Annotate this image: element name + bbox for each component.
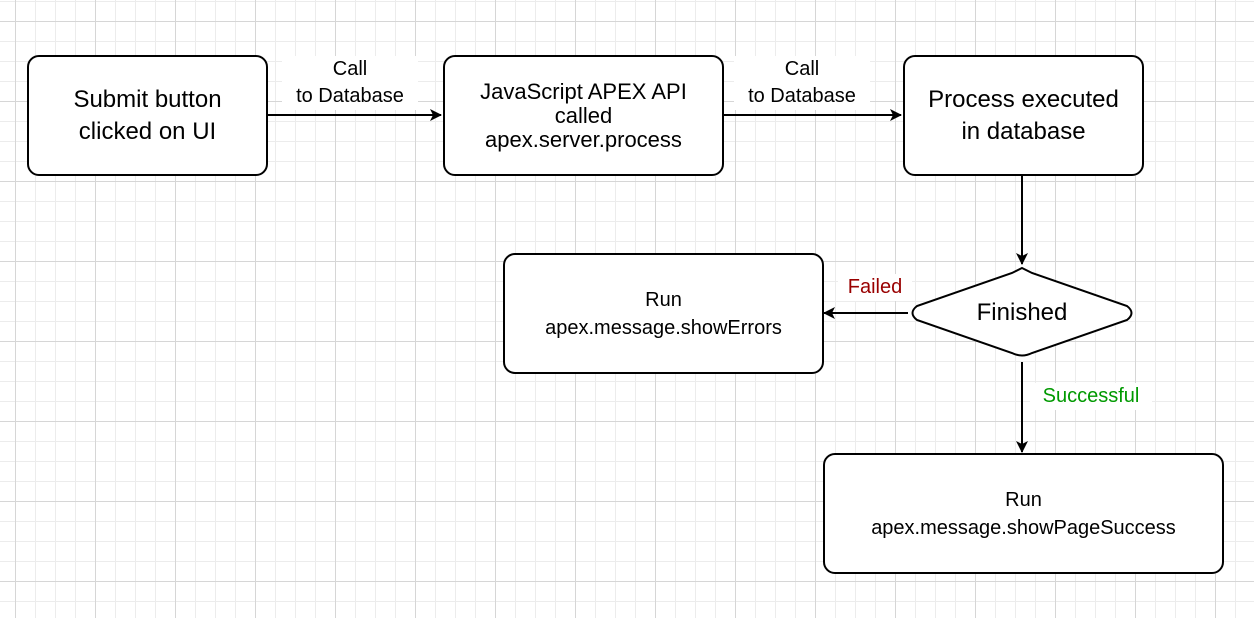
edge-label-failed: Failed (838, 274, 912, 301)
success-node-label: Run apex.message.showPageSuccess (871, 488, 1176, 539)
edge-label-call-1: Call to Database (282, 56, 418, 110)
decision-label: Finished (976, 299, 1068, 326)
process-node: Process executed in database (903, 55, 1144, 176)
edge-label-successful: Successful (1030, 383, 1152, 410)
process-node-label: Process executed in database (928, 85, 1119, 145)
apex-api-node: JavaScript APEX API called apex.server.p… (443, 55, 724, 176)
decision-diamond (911, 266, 1133, 357)
edge-label-call-2: Call to Database (734, 56, 870, 110)
errors-node-label: Run apex.message.showErrors (545, 288, 782, 339)
submit-button-node: Submit button clicked on UI (27, 55, 268, 176)
show-page-success-node: Run apex.message.showPageSuccess (823, 453, 1224, 574)
api-node-label: JavaScript APEX API called apex.server.p… (480, 78, 687, 152)
submit-node-label: Submit button clicked on UI (73, 85, 222, 145)
show-errors-node: Run apex.message.showErrors (503, 253, 824, 374)
